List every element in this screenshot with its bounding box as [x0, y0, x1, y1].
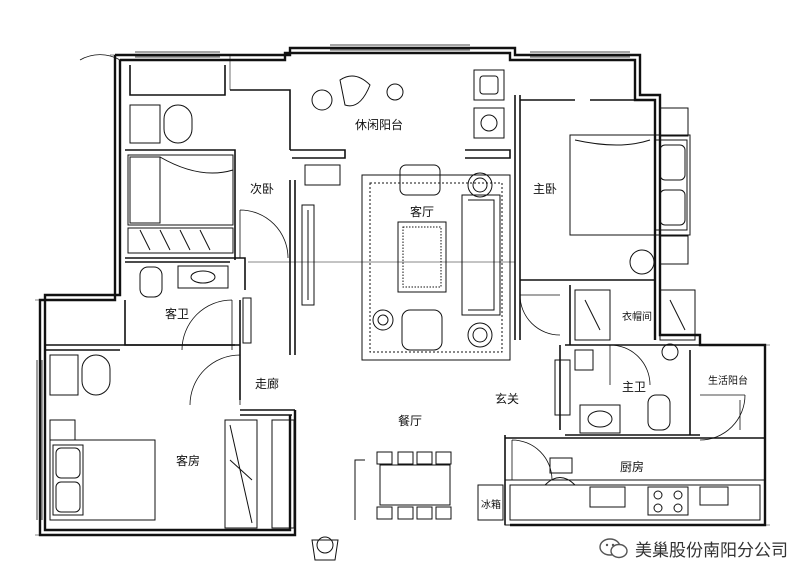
kitchen-fixtures	[504, 457, 766, 526]
room-label-corridor: 走廊	[255, 377, 280, 391]
watermark: 美巢股份南阳分公司	[599, 536, 788, 561]
wall-ticks	[35, 48, 770, 536]
guest-bathroom-fixtures	[139, 265, 252, 344]
entry-person-figure	[311, 536, 339, 561]
room-label-entrance: 玄关	[495, 392, 520, 406]
room-label-leisure-balcony: 休闲阳台	[355, 118, 404, 132]
room-label-second-bedroom: 次卧	[250, 182, 275, 196]
balcony-furniture	[304, 69, 505, 186]
room-label-walk-in-closet: 衣帽间	[622, 312, 652, 323]
wechat-icon	[599, 537, 628, 558]
windows	[36, 44, 741, 520]
living-room-furniture	[248, 164, 515, 361]
room-label-guest-room: 客房	[176, 454, 201, 468]
master-bedroom-furniture	[569, 107, 696, 341]
doors	[79, 54, 746, 481]
room-label-dining-room: 餐厅	[398, 414, 423, 428]
master-bathroom-fixtures	[554, 343, 679, 434]
interior-walls	[45, 65, 765, 525]
fridge-label: 冰箱	[481, 500, 501, 511]
dining-furniture	[354, 451, 504, 521]
room-label-kitchen: 厨房	[620, 460, 645, 474]
second-bedroom-furniture	[127, 104, 234, 254]
exterior-walls	[38, 46, 767, 537]
room-label-master-bedroom: 主卧	[533, 182, 558, 196]
watermark-text: 美巢股份南阳分公司	[635, 541, 788, 561]
room-label-living-room: 客厅	[410, 205, 435, 219]
room-label-guest-bathroom: 客卫	[165, 307, 190, 321]
guest-room-furniture	[49, 354, 295, 529]
room-label-living-balcony: 生活阳台	[708, 376, 748, 387]
room-label-master-bathroom: 主卫	[622, 380, 647, 394]
